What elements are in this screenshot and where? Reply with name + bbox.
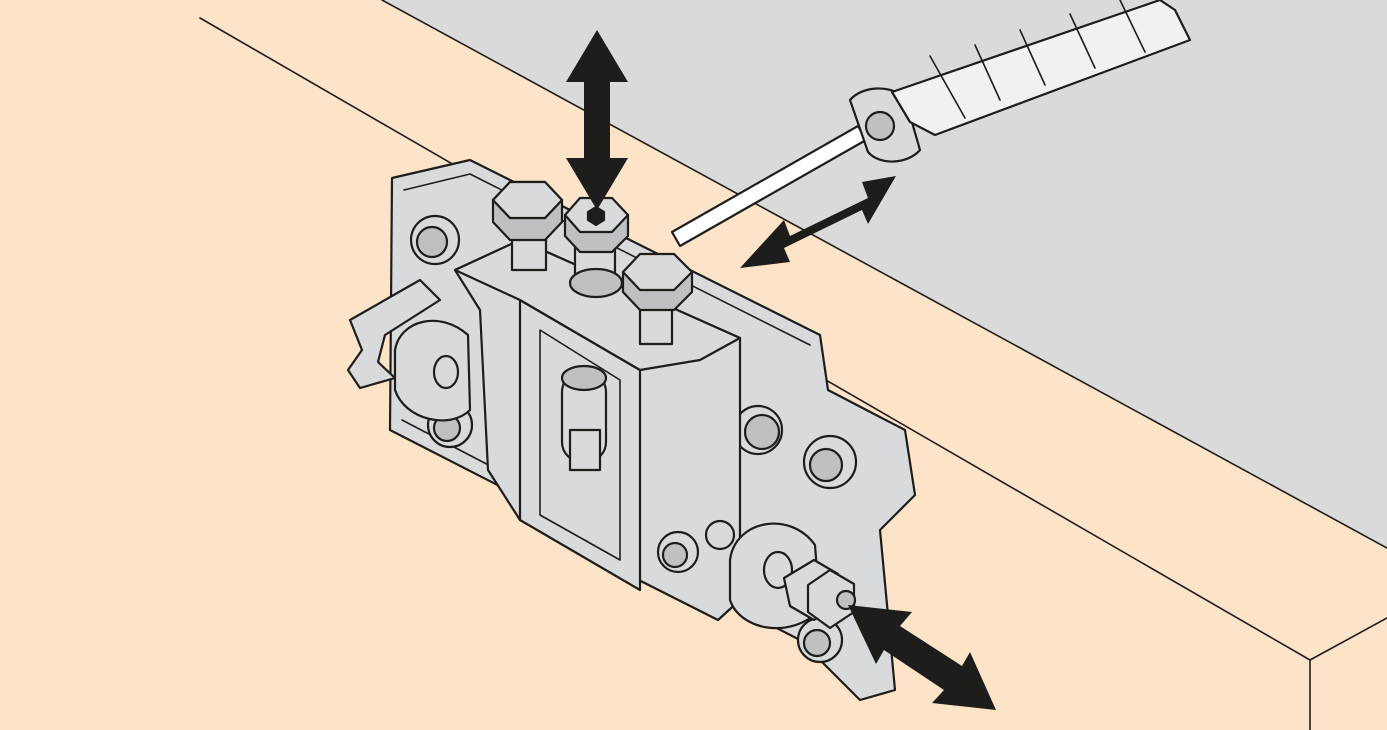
pivot-pin-small xyxy=(704,519,736,551)
bolt-right xyxy=(621,252,694,346)
mounting-screw-right xyxy=(802,434,858,490)
double-arrow-diagonal-icon xyxy=(848,605,996,710)
double-arrow-diagonal-icon xyxy=(740,176,896,268)
left-bracket xyxy=(346,278,442,390)
bolt-left xyxy=(491,180,564,272)
hinge-assembly xyxy=(346,158,917,702)
double-arrow-vertical-icon xyxy=(566,30,628,210)
mounting-hole xyxy=(732,404,784,456)
side-adjust-nut xyxy=(782,558,857,630)
height-adjust-screw xyxy=(563,196,630,299)
mounting-screw-bottom-right xyxy=(796,616,844,664)
hinge-spring xyxy=(560,364,608,472)
pivot-pin xyxy=(656,530,700,574)
hinge-eye-left xyxy=(393,319,472,422)
screwdriver-icon xyxy=(670,0,1192,248)
mounting-screw-top-left xyxy=(409,214,461,266)
